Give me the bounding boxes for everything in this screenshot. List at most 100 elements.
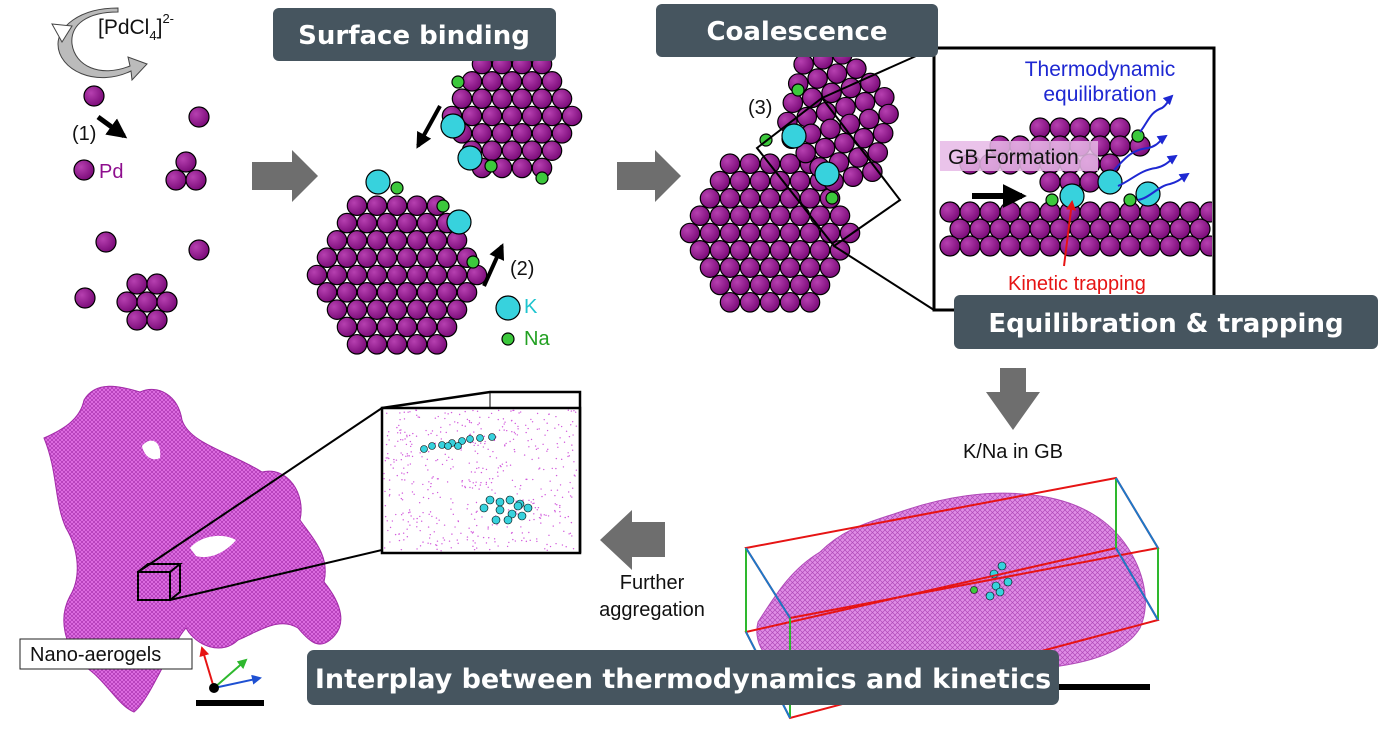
atom-dot: [567, 455, 569, 458]
atom-dot: [548, 413, 550, 416]
atom-dot: [514, 422, 516, 425]
atom-dot: [384, 460, 387, 462]
k-ion: [454, 442, 462, 450]
atom-dot: [407, 512, 410, 514]
atom-dot: [495, 457, 498, 459]
atom-dot: [537, 457, 540, 459]
atom-dot: [512, 409, 514, 412]
stage-tag-surface-binding: Surface binding: [273, 8, 556, 61]
atom-dot: [398, 424, 400, 427]
pd-atom: [188, 239, 210, 261]
pd-atom: [471, 123, 493, 144]
k-ion: [457, 145, 483, 171]
atom-dot: [443, 524, 446, 526]
atom-dot: [508, 541, 510, 544]
atom-dot: [413, 518, 415, 520]
pd-atom: [316, 282, 338, 303]
atom-dot: [439, 496, 441, 499]
atom-dot: [470, 471, 473, 473]
atom-dot: [456, 430, 459, 432]
atom-dot: [501, 426, 504, 428]
pd-atom: [185, 169, 207, 191]
atom-dot: [452, 466, 454, 468]
pd-atom: [749, 205, 771, 226]
atom-dot: [402, 519, 404, 521]
atom-dot: [476, 410, 479, 413]
atom-dot: [487, 526, 489, 528]
atom-dot: [503, 423, 505, 425]
atom-dot: [409, 411, 411, 413]
atom-dot: [525, 431, 527, 434]
pd-atom: [561, 105, 583, 127]
atom-dot: [542, 443, 544, 446]
pd-atom: [846, 58, 867, 79]
atom-dot: [411, 443, 413, 445]
pd-atom: [346, 264, 368, 286]
precursor-label: [PdCl4]2-: [98, 11, 174, 43]
atom-dot: [510, 532, 513, 534]
k-ion: [1135, 181, 1161, 207]
atom-dot: [440, 550, 442, 552]
atom-dot: [470, 513, 473, 515]
atom-dot: [441, 543, 443, 545]
atom-dot: [405, 443, 408, 446]
atom-dot: [432, 492, 434, 495]
pd-atom: [1179, 235, 1201, 257]
atom-dot: [422, 496, 425, 499]
k-ion: [488, 433, 496, 441]
atom-dot: [497, 545, 499, 547]
atom-dot: [528, 446, 530, 448]
pd-atom: [306, 264, 328, 286]
pd-atom: [481, 105, 503, 127]
na-ion: [466, 255, 480, 269]
pd-atom: [188, 106, 210, 128]
atom-dot: [450, 498, 452, 500]
atom-dot: [475, 501, 478, 504]
atom-dot: [458, 413, 461, 416]
atom-dot: [403, 473, 405, 475]
pd-atom: [461, 105, 483, 127]
pd-atom: [501, 140, 523, 161]
atom-dot: [476, 452, 479, 455]
pd-atom: [799, 291, 821, 313]
atom-dot: [548, 534, 550, 537]
atom-dot: [412, 481, 415, 483]
atom-dot: [496, 524, 498, 526]
legend-na-label: Na: [524, 328, 550, 350]
atom-dot: [472, 409, 474, 412]
atom-dot: [444, 412, 446, 414]
pd-atom: [862, 161, 883, 183]
atom-dot: [532, 478, 534, 481]
atom-dot: [529, 539, 531, 542]
atom-dot: [561, 496, 564, 499]
atom-dot: [403, 418, 406, 420]
na-ion: [535, 171, 549, 185]
zoom-connector: [169, 549, 383, 601]
pd-atom: [386, 299, 408, 320]
atom-dot: [402, 532, 405, 534]
pd-atom: [146, 309, 168, 331]
atom-dot: [552, 525, 554, 527]
atom-dot: [401, 454, 404, 456]
ion-group: [365, 75, 549, 346]
atom-dot: [481, 516, 483, 518]
atom-dot: [476, 510, 478, 513]
atom-dot: [427, 489, 429, 491]
pd-atom: [858, 108, 880, 130]
pd-atom: [1049, 117, 1071, 139]
pd-atom: [878, 103, 899, 125]
pd-atom: [416, 316, 438, 338]
step-1-arrow-icon: [96, 114, 128, 139]
k-ion: [440, 113, 466, 139]
kinetic-label: Kinetic trapping: [1008, 273, 1146, 295]
atom-dot: [418, 416, 421, 419]
pd-atom: [814, 137, 836, 159]
atom-dot: [474, 442, 477, 444]
atom-dot: [388, 479, 391, 481]
stage-tag-interplay: Interplay between thermodynamics and kin…: [307, 650, 1059, 705]
atom-dot: [497, 418, 499, 421]
pd-atom: [789, 170, 811, 192]
thermo-arrow-icon: [1139, 94, 1174, 133]
pd-atom: [820, 118, 841, 140]
atom-dot: [505, 461, 508, 463]
